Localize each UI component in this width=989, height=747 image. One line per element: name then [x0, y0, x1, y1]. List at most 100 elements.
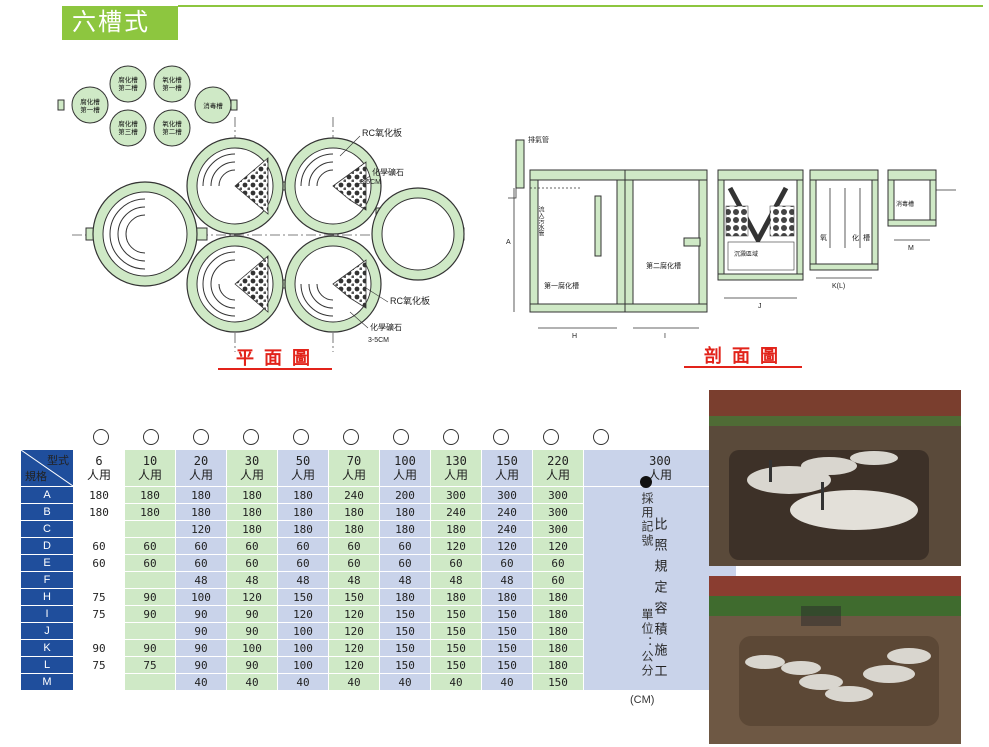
table-cell: 300	[532, 503, 584, 521]
table-cell: 180	[277, 503, 329, 521]
table-cell: 240	[481, 503, 533, 521]
table-cell: 150	[379, 639, 431, 657]
table-cell: 120	[328, 622, 380, 640]
table-cell: 48	[328, 571, 380, 589]
table-cell: 300	[430, 486, 482, 504]
table-cell: 60	[328, 554, 380, 572]
installation-photo-2	[709, 576, 961, 744]
table-cell: 120	[226, 588, 278, 606]
section-inlet-label: 流入污水管	[537, 205, 544, 237]
table-cell: 180	[175, 486, 227, 504]
table-cell: 60	[175, 554, 227, 572]
table-cell: 48	[481, 571, 533, 589]
table-cell: 48	[379, 571, 431, 589]
table-cell: 180	[379, 503, 431, 521]
row-label: F	[20, 571, 74, 589]
table-cell: 60	[124, 554, 176, 572]
table-cell: 180	[226, 520, 278, 538]
table-cell: 60	[226, 554, 278, 572]
column-capacity: 100	[394, 454, 416, 468]
table-cell: 150	[481, 622, 533, 640]
table-cell: 100	[226, 639, 278, 657]
table-cell: 40	[226, 673, 278, 691]
table-cell: 180	[532, 605, 584, 623]
table-cell: 48	[175, 571, 227, 589]
model-circle-300	[593, 429, 609, 445]
column-unit: 人用	[392, 468, 417, 482]
table-cell: 48	[226, 571, 278, 589]
table-cell	[124, 520, 176, 538]
column-capacity: 150	[496, 454, 518, 468]
table-cell: 180	[532, 639, 584, 657]
table-cell: 240	[481, 520, 533, 538]
table-cell: 60	[226, 537, 278, 555]
model-circle-50	[293, 429, 309, 445]
title-divider	[178, 5, 983, 7]
table-corner-cell: 型式規格	[20, 449, 74, 487]
plan-caption-underline	[218, 368, 332, 370]
table-cell: 300	[532, 520, 584, 538]
table-cell: 90	[226, 622, 278, 640]
table-cell: 60	[175, 537, 227, 555]
table-cell: 180	[175, 503, 227, 521]
table-cell: 48	[277, 571, 329, 589]
table-cell: 100	[277, 622, 329, 640]
table-cell: 150	[277, 588, 329, 606]
table-cell: 180	[124, 503, 176, 521]
plan-stone-label-bottom: 化學礦石	[370, 322, 402, 332]
table-cell	[73, 622, 125, 640]
table-cell: 75	[73, 588, 125, 606]
dim-K: K(L)	[832, 283, 845, 290]
column-unit: 人用	[137, 468, 162, 482]
table-cell: 60	[379, 537, 431, 555]
svg-text:氧化槽: 氧化槽	[162, 119, 182, 128]
table-cell: 60	[73, 554, 125, 572]
column-unit: 人用	[86, 468, 111, 482]
table-cell	[73, 673, 125, 691]
plan-rc-label-bottom: RC氧化板	[390, 295, 430, 306]
table-cell: 180	[73, 486, 125, 504]
table-cell: 120	[430, 537, 482, 555]
model-circle-150	[493, 429, 509, 445]
row-label: B	[20, 503, 74, 521]
table-cell: 100	[175, 588, 227, 606]
table-cell: 90	[73, 639, 125, 657]
table-cell: 90	[124, 639, 176, 657]
section-ox-label: 氧	[820, 233, 827, 242]
table-cell: 90	[226, 656, 278, 674]
table-cell: 60	[532, 571, 584, 589]
table-cell: 60	[328, 537, 380, 555]
column-capacity: 20	[193, 454, 209, 468]
table-cell: 300	[532, 486, 584, 504]
table-cell: 150	[430, 656, 482, 674]
section-cao-label: 槽	[863, 233, 870, 242]
table-cell: 120	[328, 605, 380, 623]
table-cell: 180	[277, 486, 329, 504]
row-label: E	[20, 554, 74, 572]
table-cell: 180	[73, 503, 125, 521]
plan-view-diagram: 腐化槽 第一槽 腐化槽 第二槽 氧化槽 第一槽 腐化槽 第三槽 氧化槽 第二槽 …	[57, 65, 465, 352]
table-cell: 240	[328, 486, 380, 504]
column-unit: 人用	[647, 468, 672, 482]
legend-tank1: 腐化槽	[80, 97, 100, 106]
table-cell: 240	[430, 503, 482, 521]
table-cell: 180	[430, 520, 482, 538]
plan-mini-legend	[57, 65, 238, 147]
table-cell: 180	[532, 588, 584, 606]
section-view-diagram: 排氣管 流入污水管 第一腐化槽 第二腐化槽 沉澱區域 氧 化 槽 消毒槽 A H…	[506, 135, 956, 338]
table-cell	[73, 571, 125, 589]
row-label: D	[20, 537, 74, 555]
table-cell: 150	[481, 656, 533, 674]
column-unit: 人用	[494, 468, 519, 482]
